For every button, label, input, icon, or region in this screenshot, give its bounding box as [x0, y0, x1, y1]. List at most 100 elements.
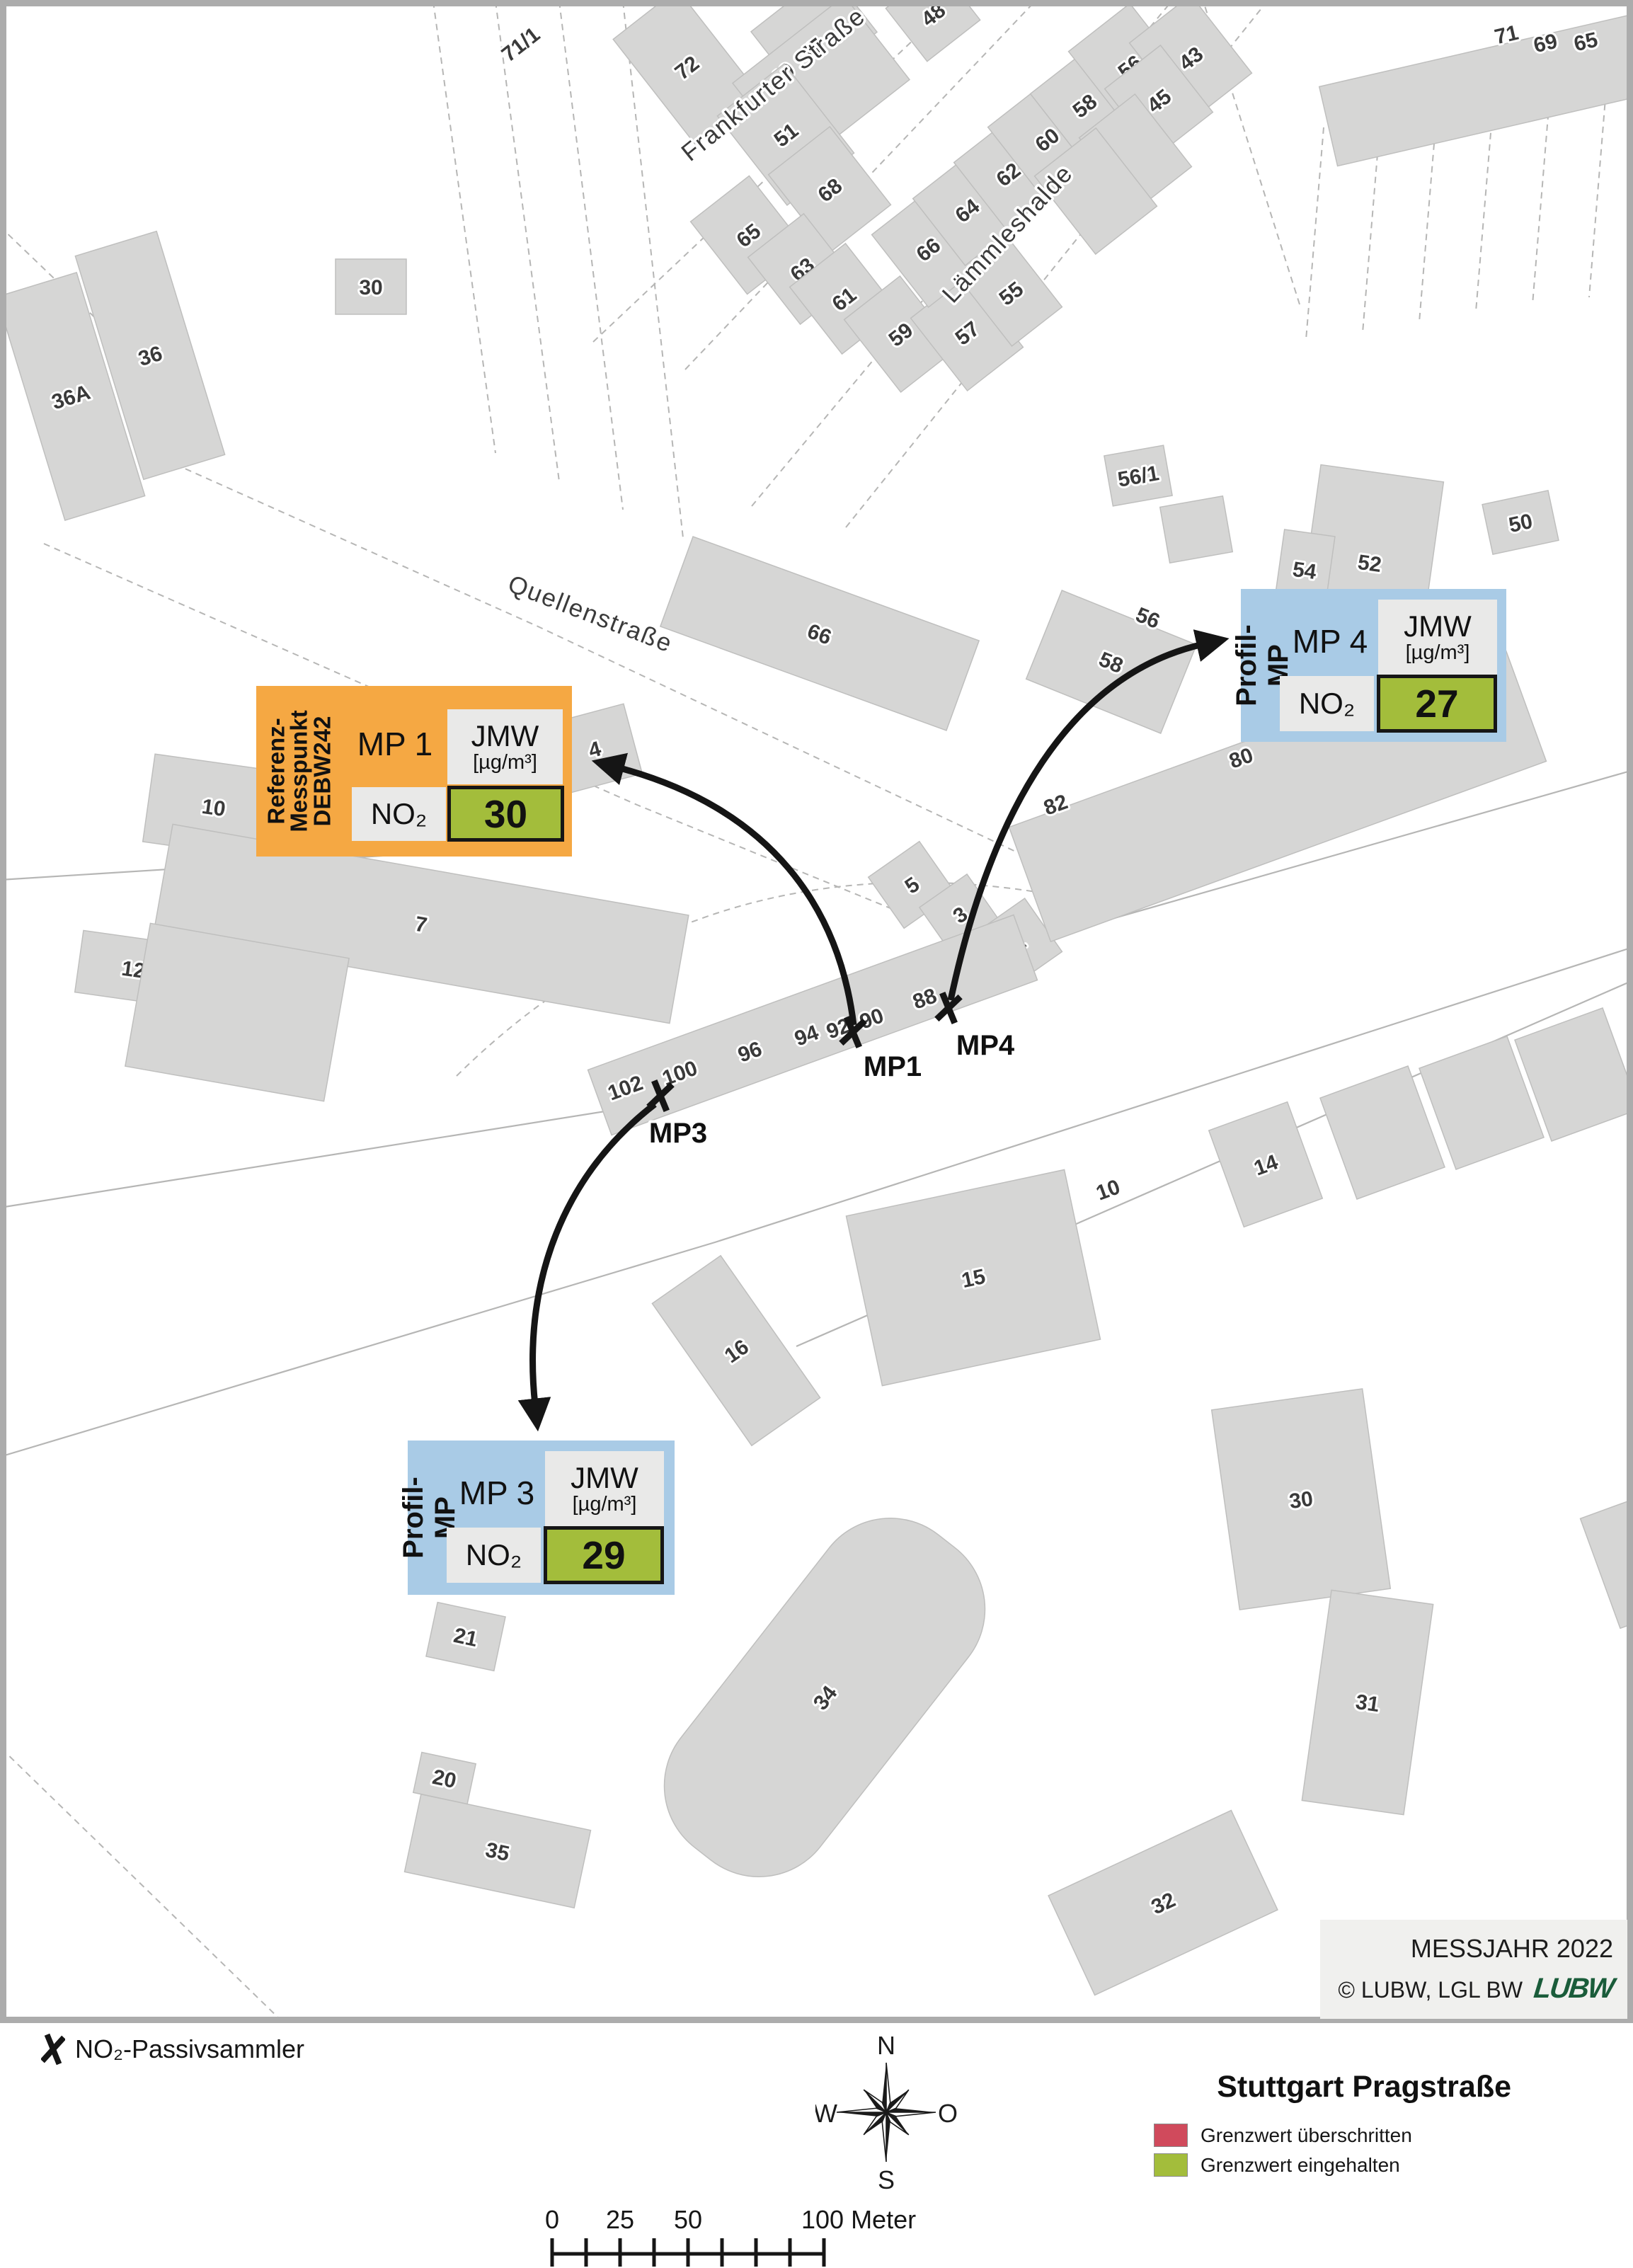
building-32: 32 [1048, 1809, 1278, 1996]
building-62: 62 [953, 118, 1063, 231]
compass-o: O [938, 2099, 957, 2128]
building [1033, 127, 1158, 256]
scale-25: 25 [606, 2205, 634, 2234]
building-7: 7 [153, 823, 689, 1024]
building-66: 66 [871, 190, 985, 309]
marker-mp3 [646, 1079, 675, 1113]
mp4-pollutant: NO₂ [1280, 676, 1374, 731]
mp1-name: MP 1 [357, 726, 433, 762]
house-number: 54 [1291, 558, 1318, 584]
reference-point-label: Referenz- Messpunkt DEBW242 [263, 710, 336, 832]
mp1-value: 30 [447, 786, 564, 842]
building-66: 66 [659, 536, 980, 731]
house-number: 15 [960, 1265, 988, 1293]
building-15: 15 [845, 1169, 1101, 1387]
exceeded-label: Grenzwert überschritten [1201, 2124, 1412, 2146]
page-title: Stuttgart Pragstraße [1217, 2070, 1511, 2104]
building-35: 35 [403, 1793, 592, 1909]
building-30: 30 [1210, 1388, 1392, 1610]
legend-row-exceeded: Grenzwert überschritten [1154, 2124, 1412, 2147]
map-frame [0, 0, 1633, 2023]
compass-n: N [877, 2031, 895, 2060]
mp3-metric: JMW [571, 1460, 638, 1494]
measurement-year: MESSJAHR 2022 [1410, 1934, 1613, 1963]
house-number: 21 [452, 1624, 480, 1651]
building [587, 914, 1038, 1136]
building-31: 31 [1301, 1589, 1434, 1816]
exceeded-swatch [1154, 2124, 1188, 2147]
legend-row-met: Grenzwert eingehalten [1154, 2153, 1412, 2177]
info-box-mp1: Referenz- Messpunkt DEBW242 MP 1 JMW [µg… [256, 686, 572, 857]
buildings-layer: 71/1724648494751686563615957556664626058… [0, 0, 1633, 1996]
house-number: 52 [1356, 551, 1383, 577]
building-16: 16 [651, 1254, 821, 1447]
sampler-legend: NO₂-Passivsammler [41, 2033, 304, 2066]
building-57: 57 [910, 273, 1024, 392]
mp4-metric: JMW [1404, 609, 1472, 643]
annotation-arrow [591, 752, 857, 1026]
compass-w: W [815, 2099, 837, 2128]
mp4-value: 27 [1377, 675, 1497, 733]
house-number: 31 [1354, 1690, 1381, 1717]
mp3-unit: [µg/m³] [572, 1492, 637, 1516]
met-label: Grenzwert eingehalten [1201, 2153, 1400, 2176]
building-56-1: 56/1 [1104, 445, 1173, 507]
building [1318, 3, 1633, 167]
mp3-pollutant: NO₂ [447, 1528, 541, 1583]
info-box-mp3: Profil-MP MP 3 JMW [µg/m³] NO₂ 29 [398, 1441, 675, 1595]
mp1-pollutant: NO₂ [352, 787, 446, 841]
scale-100: 100 Meter [801, 2205, 916, 2234]
mp3-name: MP 3 [459, 1474, 535, 1511]
x-marker-icon [41, 2033, 65, 2066]
house-number: 20 [430, 1765, 459, 1793]
info-box-mp4: Profil-MP MP 4 JMW [µg/m³] NO₂ 27 [1231, 589, 1506, 742]
scale-0: 0 [545, 2205, 559, 2234]
mp1-unit: [µg/m³] [473, 750, 537, 774]
building-30: 30 [335, 258, 407, 315]
mp4-name: MP 4 [1292, 623, 1368, 660]
building [1419, 1036, 1545, 1170]
mp4-unit: [µg/m³] [1405, 641, 1470, 664]
marker-mp4 [934, 991, 963, 1025]
building-64: 64 [912, 154, 1022, 267]
building-20: 20 [412, 1751, 477, 1805]
marker-label-mp1: MP1 [864, 1051, 922, 1082]
copyright: © LUBW, LGL BW [1338, 1977, 1523, 2003]
building-34: 34 [663, 1518, 986, 1877]
marker-label-mp4: MP4 [956, 1030, 1015, 1061]
mp1-jmw-cell: JMW [µg/m³] [447, 709, 563, 784]
annotation-arrow [517, 1101, 657, 1432]
building [1579, 1499, 1633, 1630]
building-14: 14 [1208, 1101, 1324, 1228]
sampler-legend-label: NO₂-Passivsammler [75, 2034, 304, 2063]
marker-label-mp3: MP3 [649, 1118, 707, 1149]
building-21: 21 [425, 1601, 506, 1672]
house-number: 50 [1507, 510, 1535, 537]
attribution-box: MESSJAHR 2022 © LUBW, LGL BW LUBW [1320, 1920, 1627, 2019]
info-box-mp3-side: Profil-MP [398, 1441, 461, 1595]
building-68: 68 [767, 125, 892, 254]
mp3-jmw-cell: JMW [µg/m³] [545, 1451, 664, 1526]
house-number: 30 [359, 276, 382, 299]
met-swatch [1154, 2153, 1188, 2177]
building [1514, 1007, 1633, 1142]
house-number: 30 [1288, 1487, 1314, 1513]
marker-mp1 [839, 1015, 867, 1049]
base-map: 71/1724648494751686563615957556664626058… [0, 0, 1633, 2023]
lubw-logo: LUBW [1532, 1973, 1615, 2004]
scale-bar: 0 25 50 100 Meter [545, 2205, 916, 2267]
info-box-mp1-side: Referenz- Messpunkt DEBW242 [256, 686, 343, 857]
annotation-arrow [947, 629, 1230, 1001]
compass-rose: N W O S [815, 2031, 957, 2192]
building [1159, 495, 1234, 564]
annotation-arrows [517, 629, 1230, 1432]
mp1-metric: JMW [471, 718, 539, 752]
building-50: 50 [1482, 490, 1559, 555]
info-box-mp4-side: Profil-MP [1231, 589, 1294, 742]
mp3-value: 29 [544, 1526, 664, 1584]
building-55: 55 [958, 239, 1063, 348]
house-number: 35 [483, 1838, 512, 1866]
building [1319, 1065, 1445, 1200]
